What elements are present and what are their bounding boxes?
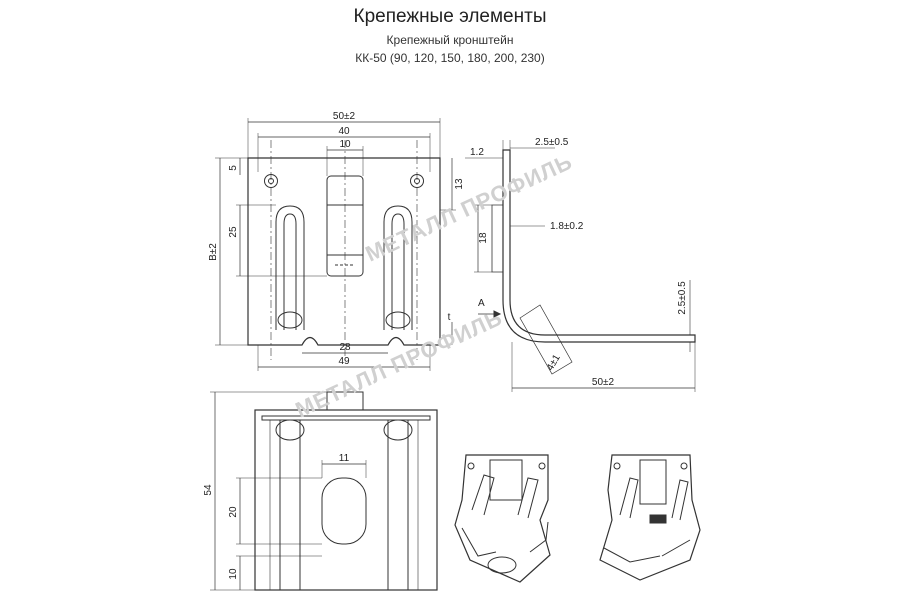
- page-subtitle: Крепежный кронштейн: [386, 33, 514, 47]
- dim-hole-offset: 13: [454, 178, 465, 190]
- bottom-slot: [321, 477, 367, 545]
- dim-top-offset: 5: [228, 165, 239, 171]
- side-view: [465, 140, 696, 392]
- dim-base-length: 50±2: [592, 377, 615, 388]
- dim-bend: 4±1: [545, 352, 563, 372]
- model-line: КК-50 (90, 120, 150, 180, 200, 230): [355, 51, 545, 65]
- right-u-slot: [383, 205, 413, 330]
- dim-bottom-slot-height: 20: [228, 506, 239, 518]
- dim-height-b: B±2: [208, 243, 219, 261]
- left-u-slot: [275, 205, 305, 330]
- dim-slot-width: 10: [339, 139, 351, 150]
- isometric-view-right: [599, 454, 701, 581]
- dim-bottom-outer: 49: [338, 356, 350, 367]
- dim-top-thickness: 2.5±0.5: [535, 137, 569, 148]
- watermark-top: МЕТАЛЛ ПРОФИЛЬ: [362, 149, 577, 267]
- dim-top-gap: 1.2: [470, 147, 484, 158]
- dim-slot-height: 25: [228, 226, 239, 238]
- isometric-view-left: [454, 454, 551, 583]
- dim-rib: 1.8±0.2: [550, 221, 584, 232]
- watermark-bottom: МЕТАЛЛ ПРОФИЛЬ: [292, 305, 507, 423]
- front-view: [215, 118, 456, 371]
- dim-right-thickness: 2.5±0.5: [677, 281, 688, 315]
- dim-width-total: 50±2: [333, 111, 356, 122]
- page-title: Крепежные элементы: [353, 6, 547, 27]
- dim-bottom-height: 54: [203, 484, 214, 496]
- bottom-view: [210, 391, 438, 591]
- section-label-a: A: [478, 298, 485, 309]
- dim-width-holes: 40: [338, 126, 350, 137]
- dim-rib-height: 18: [478, 232, 489, 244]
- dim-thickness: t: [448, 312, 451, 323]
- dim-bottom-offset: 10: [228, 568, 239, 580]
- dim-bottom-slot-width: 11: [339, 453, 350, 464]
- dim-bottom-inner: 28: [339, 342, 351, 353]
